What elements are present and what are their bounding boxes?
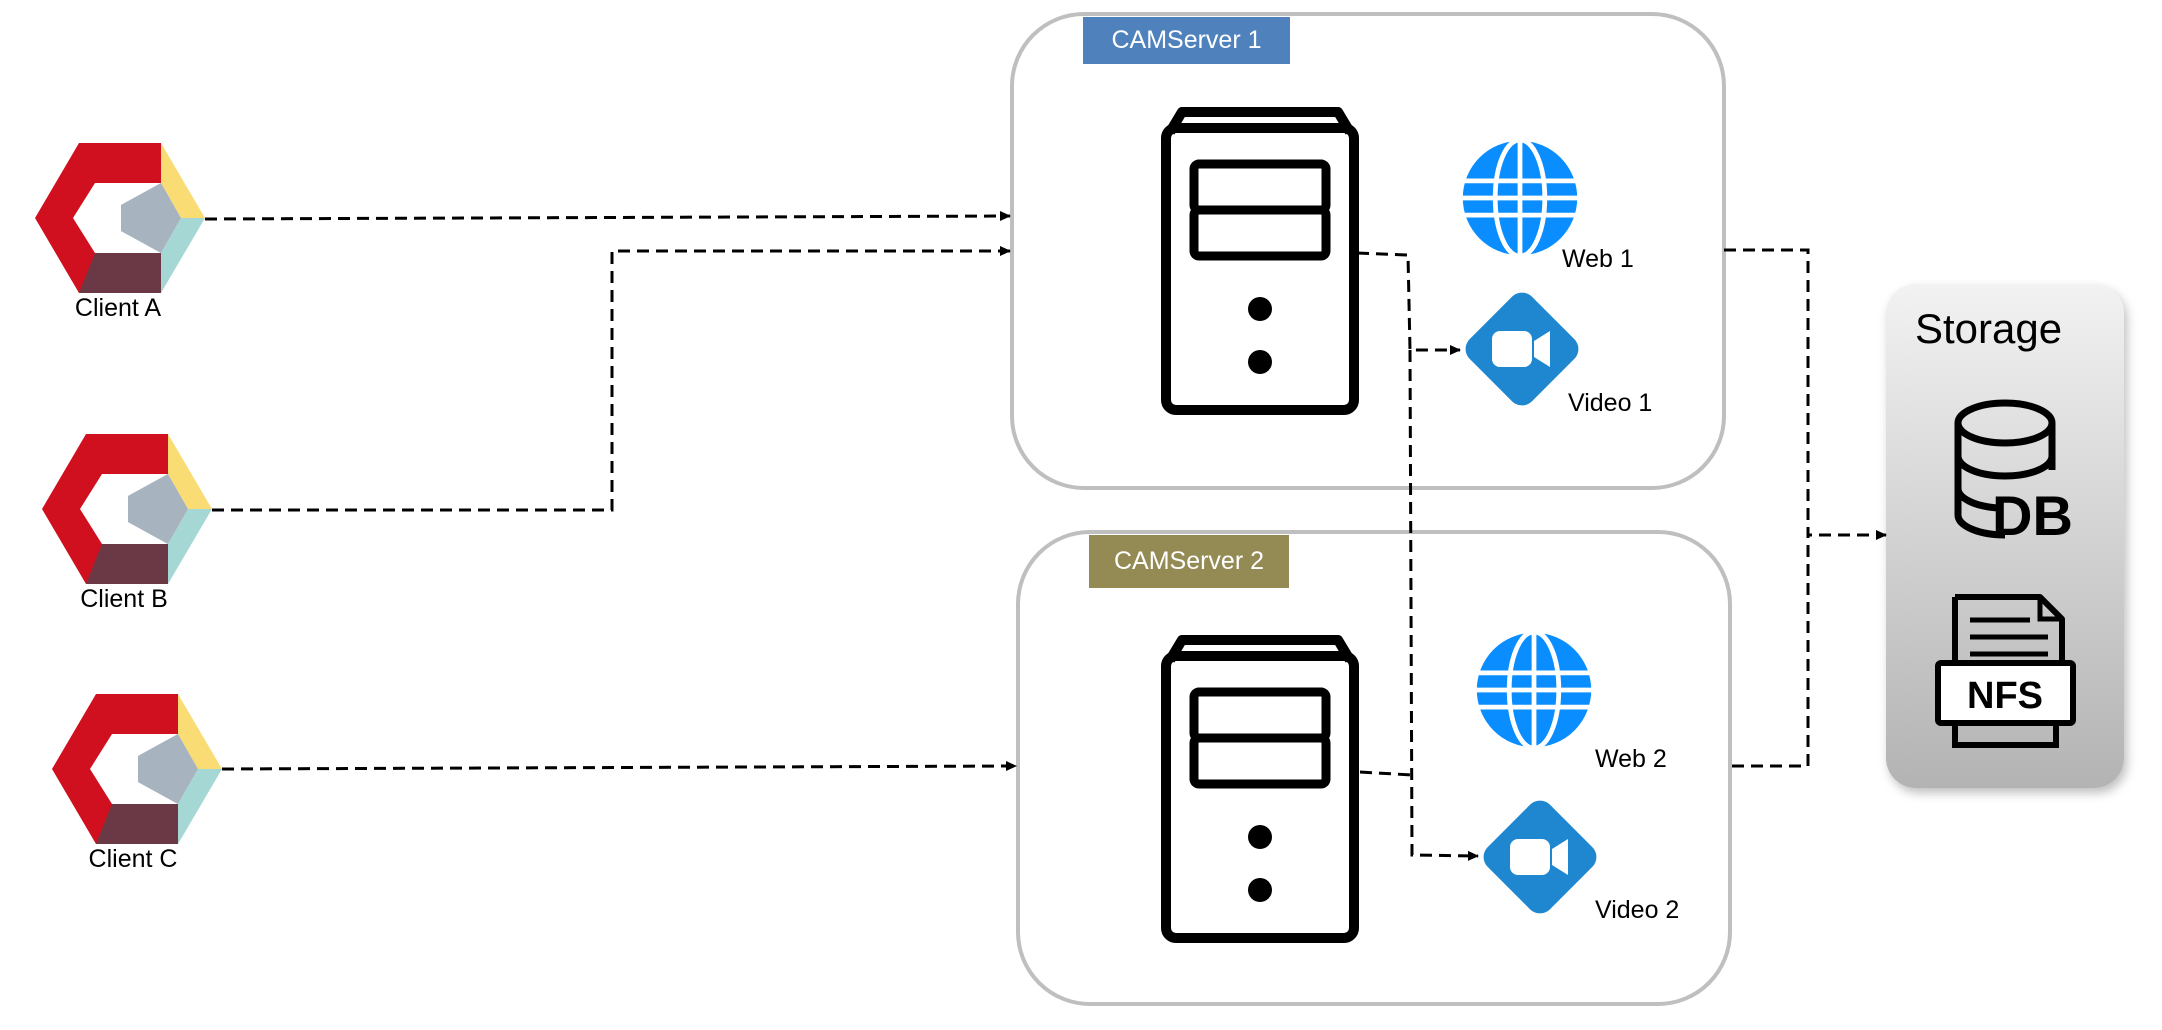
client-a-logo-icon [35,143,205,293]
web-2-label: Web 2 [1595,745,1667,773]
connector-server-1-video-1 [1356,251,1461,355]
connector-server-2-branch [1359,770,1413,777]
connector-client-b-server-1 [212,246,1011,512]
storage-title: Storage [1915,305,2063,352]
client-a-label: Client A [74,294,162,322]
client-b-label: Client B [80,585,168,613]
camserver-2-tag-bg [1089,535,1289,588]
db-label: DB [1992,484,2073,547]
nfs-file-icon [1935,594,2076,748]
database-icon [1954,399,2056,539]
camserver-1-title: CAMServer 1 [1111,26,1262,54]
nfs-label: NFS [1967,675,2043,717]
connector-server-2-storage [1732,535,1810,768]
camserver-2-title: CAMServer 2 [1113,547,1265,575]
server-1-tower-icon [1166,112,1354,410]
server-2-tower-icon [1166,640,1354,938]
connector-client-a-server-1 [204,211,1011,222]
web-1-label: Web 1 [1562,245,1634,273]
client-b-logo-icon [42,434,212,584]
video-2-label: Video 2 [1595,896,1680,924]
video-1-label: Video 1 [1568,389,1653,417]
camserver-1-tag-bg [1083,17,1290,64]
connector-client-c-server-2 [221,761,1017,772]
connector-server-1-video-2 [1408,349,1479,861]
client-c-label: Client C [88,845,178,873]
connector-server-1-storage [1724,248,1887,540]
client-c-logo-icon [52,694,222,844]
